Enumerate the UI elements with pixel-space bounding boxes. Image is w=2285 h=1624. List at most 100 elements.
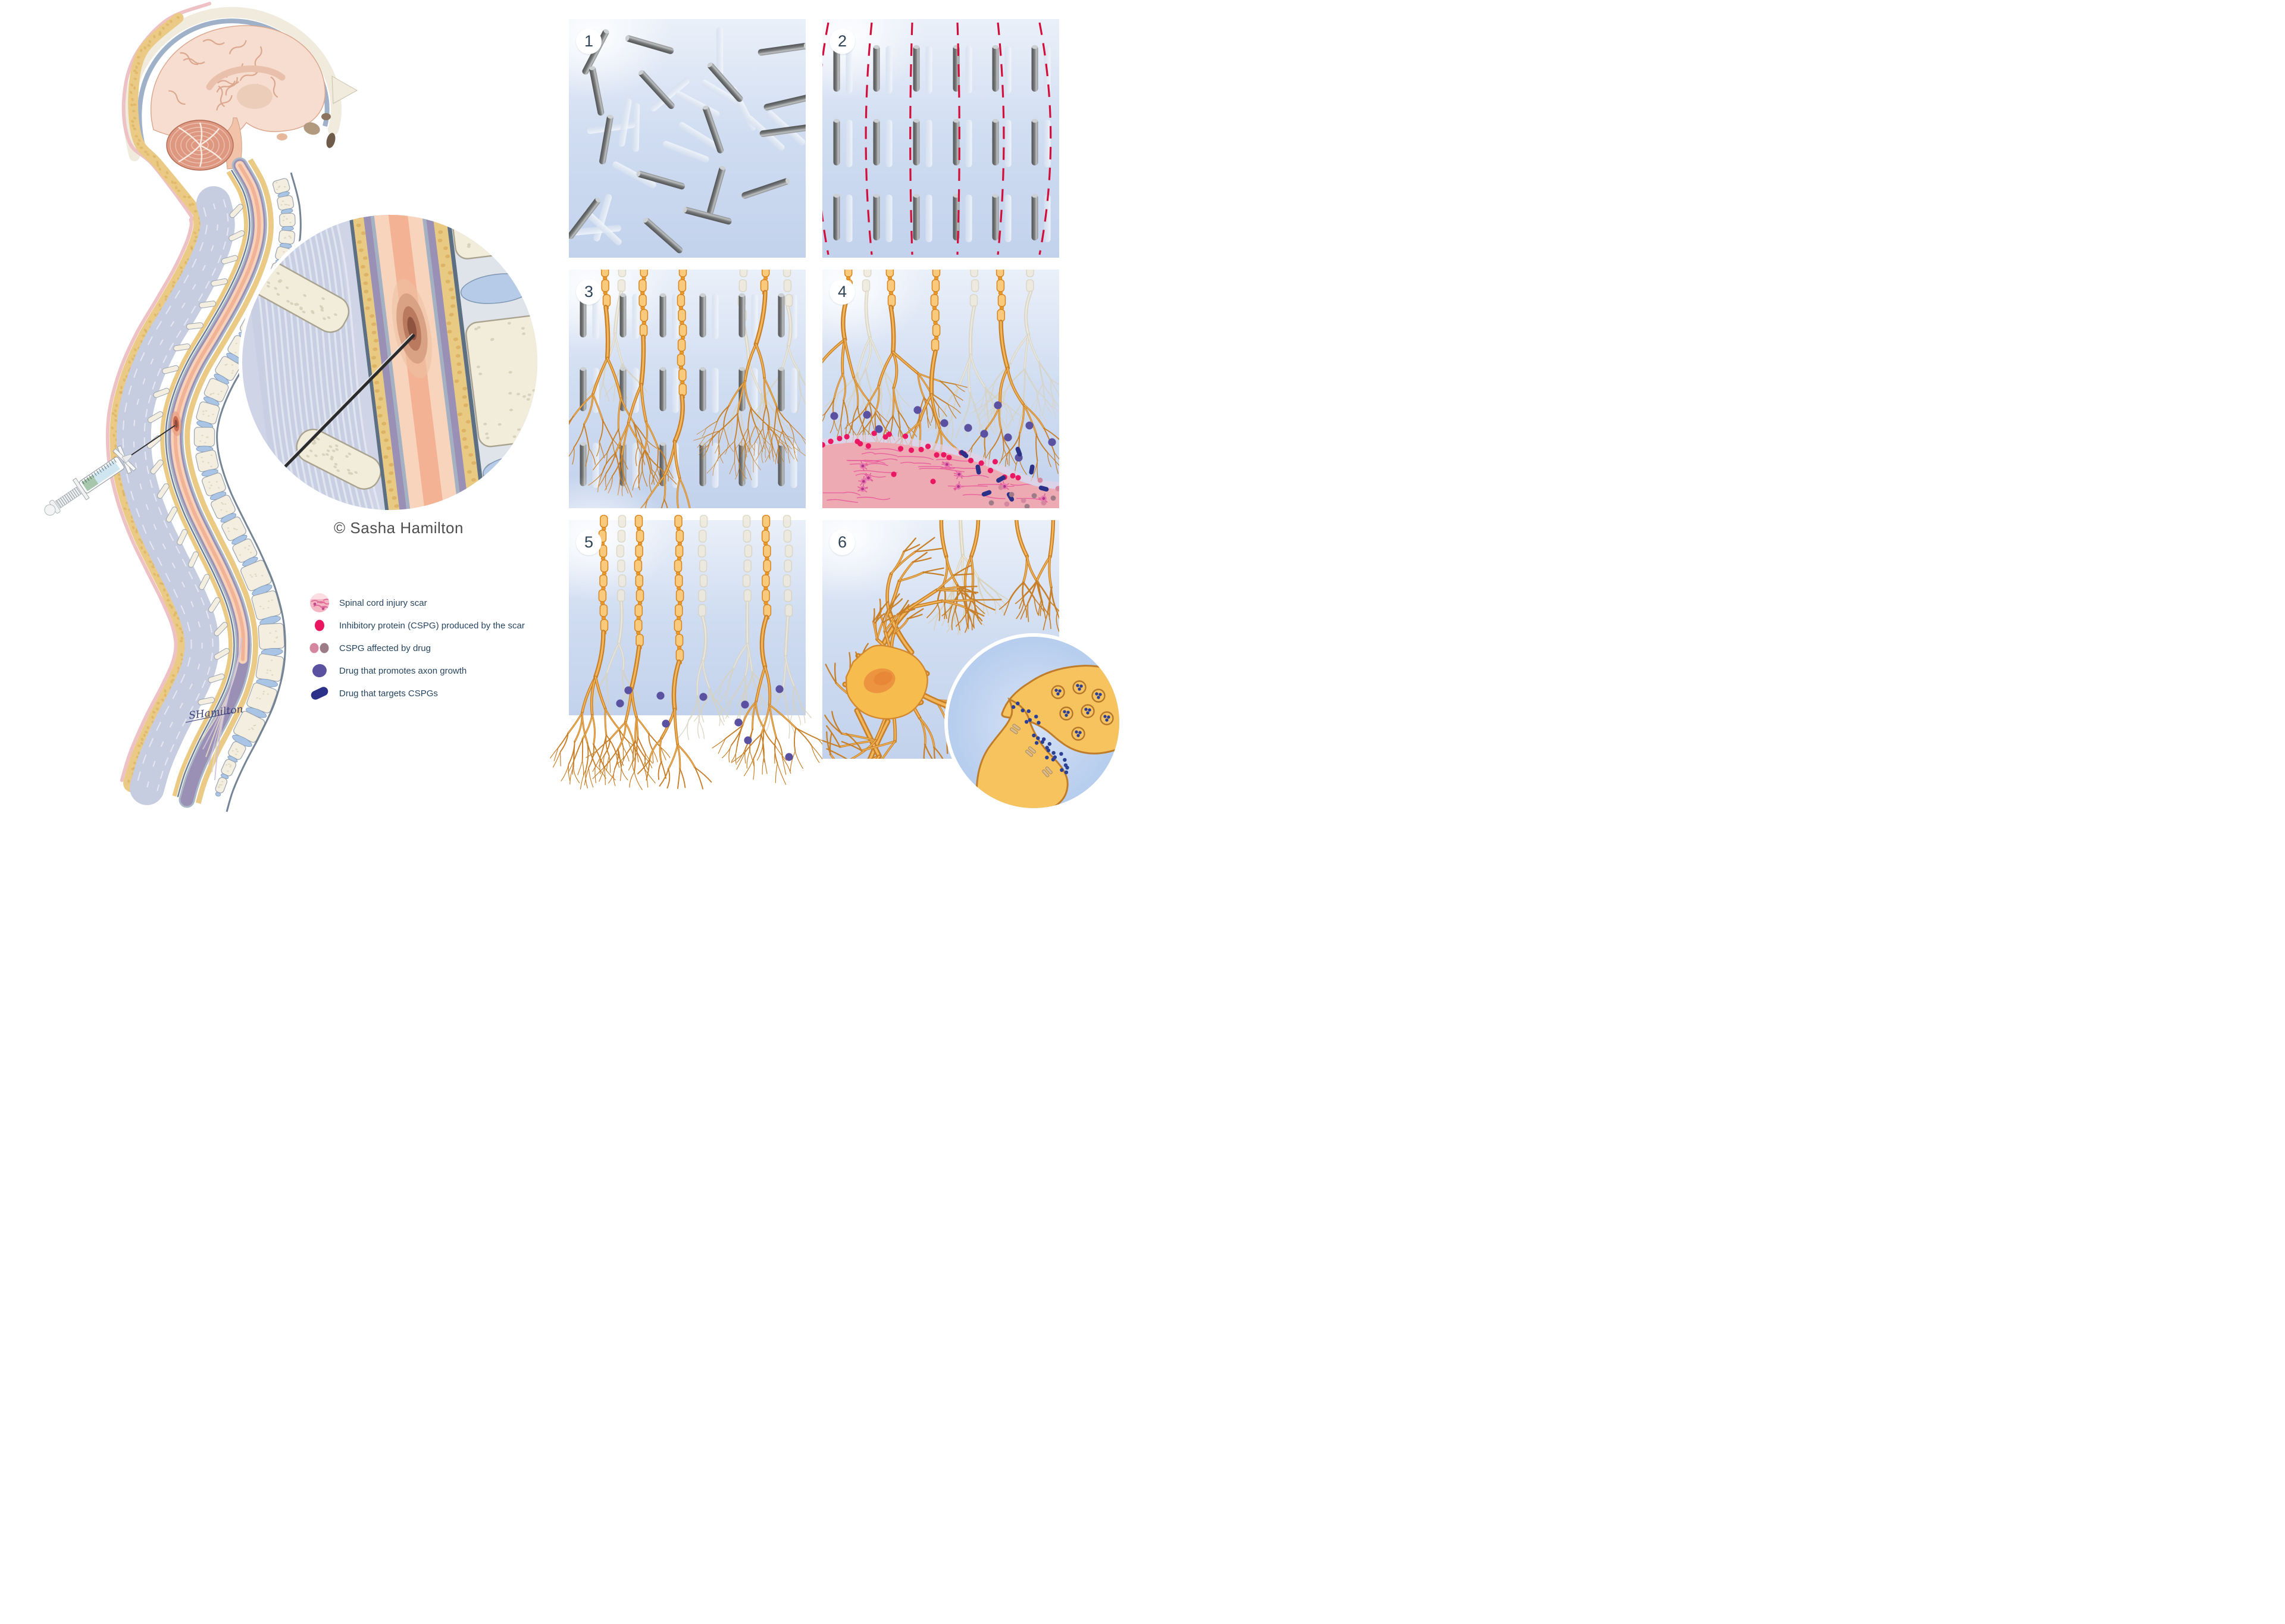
- neurotransmitter-dots: [1011, 701, 1069, 775]
- scaffold-rod-ghost: [632, 443, 639, 488]
- scaffold-rod-ghost: [712, 294, 719, 339]
- scaffold-rod: [589, 66, 605, 116]
- axon: [693, 270, 806, 481]
- panel-4-scar-drugs: 4: [822, 270, 1059, 508]
- cspg-drug-capsules: [959, 446, 1049, 502]
- scaffold-rod: [625, 35, 674, 54]
- descending-axon-tufts: [926, 520, 1059, 635]
- axon: [569, 270, 658, 474]
- panel-2-art: [822, 19, 1059, 258]
- scaffold-rod: [992, 118, 999, 165]
- injection-site-magnified-inset: [239, 211, 541, 514]
- axon-ghost: [927, 270, 1026, 446]
- axon-ghost: [824, 270, 910, 429]
- scaffold-rod-ghost: [662, 140, 709, 163]
- scaffold-rod: [659, 367, 666, 411]
- dark-rod-layer: [569, 29, 806, 254]
- scaffold-rod: [699, 442, 706, 486]
- panel-5-art: [512, 475, 835, 790]
- tissue-bands: [242, 215, 537, 510]
- spinous-processes: [146, 204, 245, 706]
- panel-4-art: [822, 270, 1059, 508]
- scar-swatch-icon: [310, 593, 329, 612]
- scaffold-rod-ghost: [1044, 195, 1051, 242]
- panel-5-axons-past-scar: 5: [512, 475, 835, 790]
- growth-drug-dots: [616, 685, 793, 761]
- panel-4-number-badge: 4: [830, 279, 855, 305]
- scaffold-rod: [683, 206, 732, 225]
- scaffold-rod-ghost: [925, 195, 932, 242]
- scaffold-rod: [778, 293, 785, 337]
- scaffold-rod-ghost: [846, 46, 853, 93]
- scaffold-rod: [833, 118, 840, 165]
- scaffold-rod: [659, 293, 666, 337]
- legend-item-cspg: Inhibitory protein (CSPG) produced by th…: [306, 617, 525, 634]
- scaffold-rod: [738, 293, 746, 337]
- needle: [124, 425, 176, 460]
- scaffold-rod: [699, 367, 706, 411]
- scaffold-rod: [778, 367, 785, 411]
- lesion: [392, 279, 432, 378]
- scaffold-rod: [699, 293, 706, 337]
- panel-3-number-badge: 3: [576, 279, 602, 305]
- scaffold-rod-ghost: [712, 443, 719, 488]
- scaffold-rod-ghost: [965, 120, 972, 167]
- scaffold-rod: [913, 193, 920, 240]
- scaffold-rod-ghost: [701, 80, 744, 108]
- scaffold-rod-ghost: [678, 122, 722, 151]
- scaffold-rod: [992, 193, 999, 240]
- scaffold-rod: [643, 217, 683, 254]
- scaffold-rod-ghost: [885, 120, 893, 167]
- axon: [637, 515, 712, 790]
- sagittal-body-spine-figure: SHamilton: [44, 2, 358, 812]
- panel-number: 5: [584, 533, 594, 551]
- scaffold-rod: [873, 118, 880, 165]
- scaffold-rod-ghost: [716, 27, 724, 76]
- scaffold-rod-ghost: [790, 368, 797, 413]
- legend-item-drug-cspg: Drug that targets CSPGs: [306, 684, 525, 702]
- scaffold-rod: [992, 45, 999, 92]
- cauda-equina: [199, 637, 242, 781]
- postsynaptic-terminal: [975, 697, 1069, 808]
- scaffold-rod: [707, 165, 726, 215]
- scaffold-rod-ghost: [1004, 120, 1012, 167]
- scaffold-rod: [599, 114, 613, 165]
- scaffold-rod: [913, 118, 920, 165]
- cspg-dot-icon: [315, 619, 324, 631]
- scaffold-rod: [636, 170, 686, 190]
- legend: Spinal cord injury scar Inhibitory prote…: [306, 593, 525, 702]
- scaffold-rod: [638, 70, 675, 109]
- panel-number: 1: [584, 32, 594, 50]
- scaffold-rod-ghost: [612, 161, 656, 189]
- scaffold-rod-ghost: [672, 294, 679, 339]
- neuron: [822, 537, 1059, 759]
- artist-credit: © Sasha Hamilton: [334, 519, 464, 537]
- scaffold-rod-ghost: [650, 77, 690, 112]
- scaffold-rod: [759, 124, 806, 137]
- axon: [640, 270, 691, 508]
- scaffold-rod-ghost: [572, 224, 621, 236]
- scaffold-rod-ghost: [751, 443, 758, 488]
- scaffold-rod: [741, 178, 790, 199]
- scaffold-rod: [580, 367, 587, 411]
- scaffold-rod: [763, 93, 806, 111]
- dark-rod-layer: [833, 45, 1038, 240]
- scaffold-rod: [1031, 118, 1038, 165]
- legend-item-cspg-affected: CSPG affected by drug: [306, 639, 525, 657]
- scaffold-rod-ghost: [1004, 46, 1012, 93]
- scaffold-rod-ghost: [712, 368, 719, 413]
- scaffold-rod: [953, 118, 960, 165]
- injury-site: [170, 411, 182, 436]
- cspg-drug-capsule-icon: [311, 687, 328, 700]
- scaffold-rod-ghost: [925, 46, 932, 93]
- scaffold-rod: [569, 198, 601, 239]
- scaffold-rod-ghost: [618, 98, 632, 147]
- panel-1-scaffold-random: 1: [569, 19, 806, 258]
- ghost-rod-layer: [572, 27, 806, 246]
- panel-1-art: [569, 19, 806, 258]
- legend-label: Drug that promotes axon growth: [339, 665, 467, 676]
- scaffold-rod: [953, 193, 960, 240]
- axon-ghost: [759, 515, 812, 739]
- scaffold-rod-ghost: [1044, 120, 1051, 167]
- panel-5-number-badge: 5: [576, 530, 602, 555]
